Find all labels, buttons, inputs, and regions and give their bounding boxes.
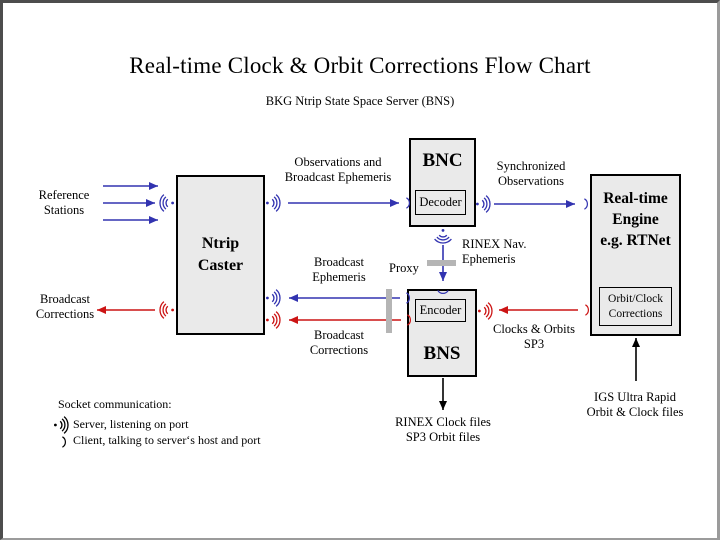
rinex-clock-files-label: RINEX Clock files SP3 Orbit files xyxy=(395,415,491,444)
orbit-clock-corrections-label: Orbit/Clock Corrections xyxy=(608,292,663,320)
synchronized-observations-label: Synchronized Observations xyxy=(496,159,566,188)
rinex-nav-ephemeris-label: RINEX Nav. Ephemeris xyxy=(462,237,527,266)
server-socket-icon-caster-right-corr xyxy=(265,310,281,330)
reference-stations-label: Reference Stations xyxy=(38,188,90,217)
legend-client-socket-icon xyxy=(61,436,67,448)
decoder-label: Decoder xyxy=(419,195,462,209)
client-socket-icon-bns-left-red xyxy=(406,314,412,326)
ntrip-caster-box: Ntrip Caster xyxy=(176,175,265,335)
bnc-label: BNC xyxy=(422,150,463,171)
client-socket-icon-bns-left-blue xyxy=(405,292,411,304)
broadcast-ephemeris-label: Broadcast Ephemeris xyxy=(312,255,366,284)
flow-diagram-graphics xyxy=(53,182,640,448)
legend-server-label: Server, listening on port xyxy=(73,417,189,431)
realtime-engine-label: Real-time Engine e.g. RTNet xyxy=(600,190,671,249)
client-socket-icon-engine-left-top xyxy=(583,198,589,210)
server-socket-icon-bnc-right xyxy=(475,194,491,214)
client-socket-icon-engine-left-bottom xyxy=(584,304,590,316)
ntrip-caster-label: Ntrip Caster xyxy=(197,235,244,274)
proxy-bar-vertical xyxy=(386,289,392,333)
server-socket-icon-caster-right-obs xyxy=(265,193,281,213)
server-socket-icon-caster-left-obs xyxy=(159,193,175,213)
server-socket-icon-bnc-bottom xyxy=(433,228,453,244)
orbit-clock-corrections-subbox: Orbit/Clock Corrections xyxy=(599,287,672,326)
proxy-label: Proxy xyxy=(389,261,419,275)
client-socket-icon-bnc-left xyxy=(405,197,411,209)
broadcast-corrections-mid-label: Broadcast Corrections xyxy=(309,328,369,357)
server-socket-icon-bns-right xyxy=(477,301,493,321)
legend-server-socket-icon xyxy=(53,415,69,435)
legend-title: Socket communication: xyxy=(58,397,172,411)
server-socket-icon-caster-left-corr xyxy=(159,300,175,320)
page-subtitle: BKG Ntrip State Space Server (BNS) xyxy=(265,94,455,108)
legend-client-label: Client, talking to server‘s host and por… xyxy=(73,433,261,447)
page-title: Real-time Clock & Orbit Corrections Flow… xyxy=(129,53,591,78)
bns-label: BNS xyxy=(423,343,461,364)
clocks-orbits-sp3-label: Clocks & Orbits SP3 xyxy=(493,322,575,351)
proxy-bar-horizontal xyxy=(427,260,456,266)
encoder-subbox: Encoder xyxy=(415,299,466,322)
observations-broadcast-ephemeris-label: Observations and Broadcast Ephemeris xyxy=(284,155,392,184)
server-socket-icon-caster-right-eph xyxy=(265,288,281,308)
igs-ultra-rapid-label: IGS Ultra Rapid Orbit & Clock files xyxy=(586,390,684,419)
broadcast-corrections-left-label: Broadcast Corrections xyxy=(35,292,95,321)
client-socket-icon-bns-top xyxy=(437,289,449,295)
decoder-subbox: Decoder xyxy=(415,190,466,215)
encoder-label: Encoder xyxy=(419,303,462,317)
